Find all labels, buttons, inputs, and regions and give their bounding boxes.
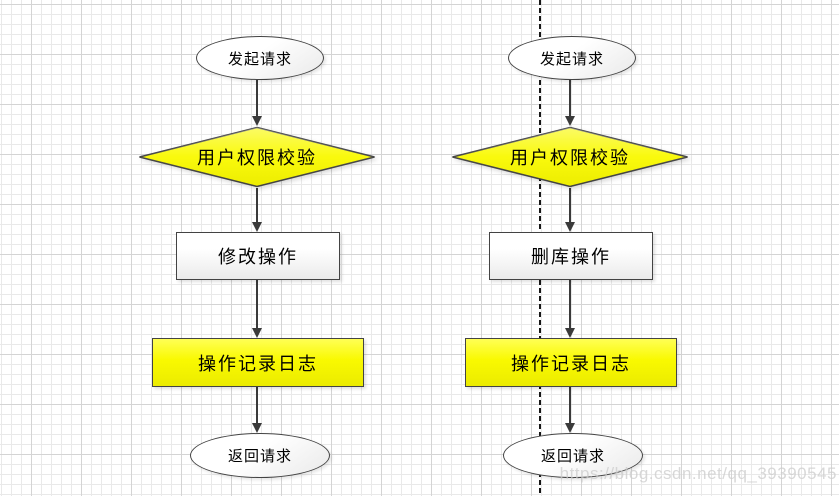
flow2-arrow-1 [565,80,575,126]
flow1-end-terminator: 返回请求 [190,433,330,478]
flow2-end-terminator: 返回请求 [503,433,643,478]
flow2-decision-diamond: 用户权限校验 [450,126,690,188]
flow1-arrow-4 [252,387,262,433]
flow1-end-label: 返回请求 [227,449,292,465]
flow2-arrow-4 [565,387,575,433]
flow1-start-label: 发起请求 [227,51,292,68]
flow1-process-label: 修改操作 [218,247,298,267]
flow2-start-label: 发起请求 [539,51,604,68]
flow2-arrow-3 [565,280,575,338]
flow1-process-box: 修改操作 [176,232,340,280]
flow1-decision-label: 用户权限校验 [197,148,317,168]
flow1-log-label: 操作记录日志 [198,353,318,374]
flow2-log-box: 操作记录日志 [465,338,677,387]
flow2-decision-label: 用户权限校验 [510,148,630,168]
flow2-end-label: 返回请求 [540,449,605,465]
flow2-process-box: 删库操作 [489,232,653,280]
flow1-start-terminator: 发起请求 [196,36,324,80]
flow1-arrow-3 [252,280,262,338]
flow1-arrow-2 [252,188,262,232]
flow1-arrow-1 [252,80,262,126]
flow2-process-label: 删库操作 [531,247,611,267]
flow2-start-terminator: 发起请求 [508,36,636,80]
flow1-decision-diamond: 用户权限校验 [137,126,377,188]
flow1-log-box: 操作记录日志 [152,338,364,387]
flow2-arrow-2 [565,188,575,232]
watermark-url: https://blog.csdn.net/qq_39390545 [559,464,837,483]
flow2-log-label: 操作记录日志 [511,353,631,374]
